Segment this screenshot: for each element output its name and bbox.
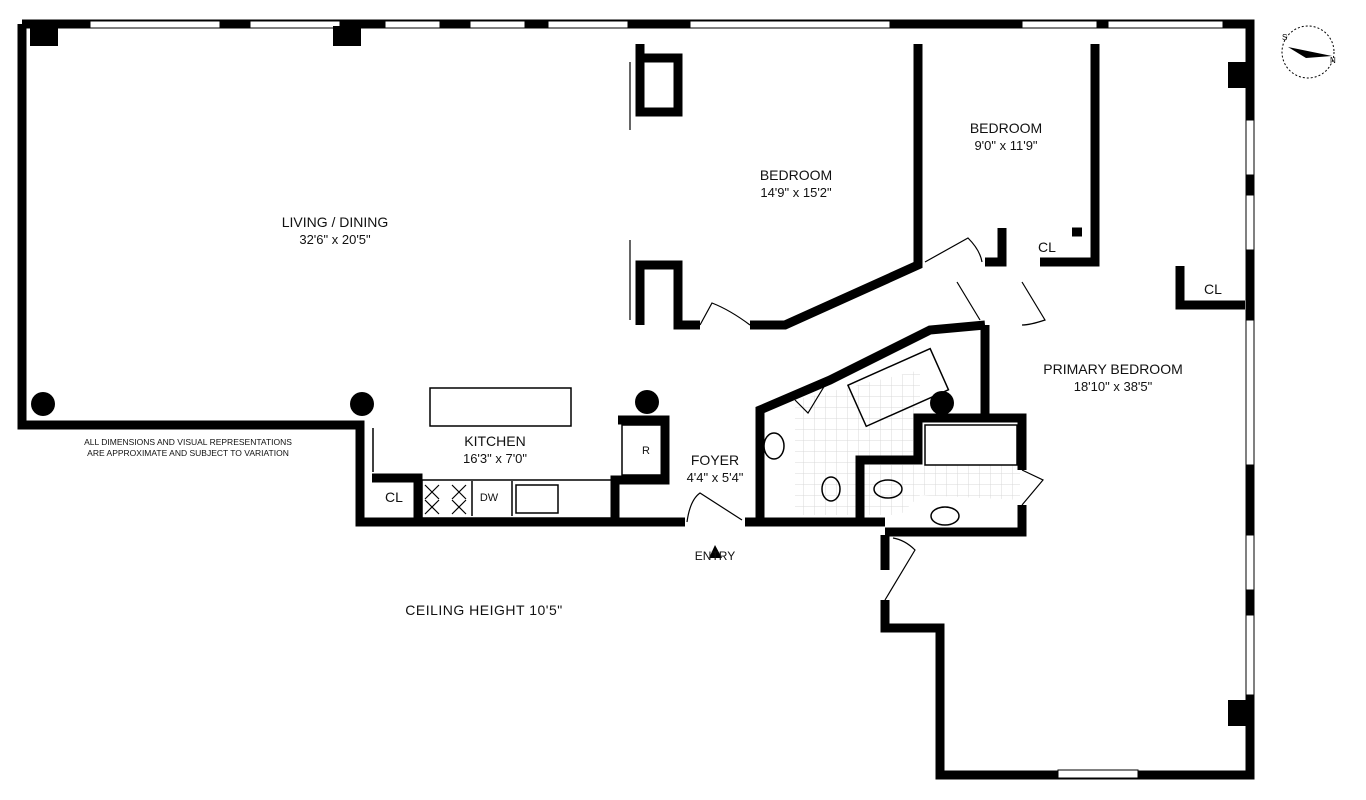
svg-text:S: S xyxy=(1282,33,1287,42)
refrigerator xyxy=(621,424,663,476)
room-living: LIVING / DINING 32'6" x 20'5" xyxy=(282,214,389,248)
room-primary-bedroom: PRIMARY BEDROOM 18'10" x 38'5" xyxy=(1043,361,1183,395)
room-name: KITCHEN xyxy=(464,433,526,449)
room-size: 9'0" x 11'9" xyxy=(974,138,1038,153)
disclaimer: ALL DIMENSIONS AND VISUAL REPRESENTATION… xyxy=(84,437,292,459)
kitchen-wall-thin xyxy=(372,347,1018,526)
room-size: 14'9" x 15'2" xyxy=(760,185,832,200)
room-bedroom-2: BEDROOM 9'0" x 11'9" xyxy=(970,120,1042,154)
walls xyxy=(17,19,1255,780)
ceiling-height: CEILING HEIGHT 10'5" xyxy=(405,602,563,618)
room-name: FOYER xyxy=(690,452,740,468)
room-size: 18'10" x 38'5" xyxy=(1073,379,1153,394)
doors[interactable] xyxy=(629,62,1046,601)
refrigerator-label: R xyxy=(642,445,650,457)
closet-label: CL xyxy=(1204,281,1222,297)
room-name: BEDROOM xyxy=(759,167,833,183)
room-name: PRIMARY BEDROOM xyxy=(1043,361,1183,377)
svg-text:N: N xyxy=(1330,56,1336,65)
disclaimer-line: ALL DIMENSIONS AND VISUAL REPRESENTATION… xyxy=(84,437,292,447)
room-bedroom-1: BEDROOM 14'9" x 15'2" xyxy=(760,167,832,201)
room-size: 32'6" x 20'5" xyxy=(299,232,371,247)
room-size: 16'3" x 7'0" xyxy=(462,451,528,466)
disclaimer-line: ARE APPROXIMATE AND SUBJECT TO VARIATION xyxy=(87,448,289,458)
room-kitchen: KITCHEN 16'3" x 7'0" xyxy=(463,433,527,467)
room-foyer: FOYER 4'4" x 5'4" xyxy=(687,452,744,486)
tub-1 xyxy=(846,347,950,428)
compass-icon: N S xyxy=(1281,25,1336,79)
windows xyxy=(89,20,1255,779)
entry-label: ENTRY xyxy=(694,549,736,563)
closet-label: CL xyxy=(1038,239,1056,255)
closet-label: CL xyxy=(385,489,403,505)
tub-2 xyxy=(924,424,1018,466)
entry-arrow-icon xyxy=(709,545,722,558)
kitchen-island xyxy=(429,387,572,427)
room-size: 4'4" x 5'4" xyxy=(686,470,744,485)
room-name: LIVING / DINING xyxy=(281,214,389,230)
stove-icon xyxy=(424,484,467,515)
dishwasher-label: DW xyxy=(479,492,499,504)
room-name: BEDROOM xyxy=(969,120,1043,136)
bath-floor-2 xyxy=(860,465,1020,515)
columns xyxy=(30,26,1248,726)
